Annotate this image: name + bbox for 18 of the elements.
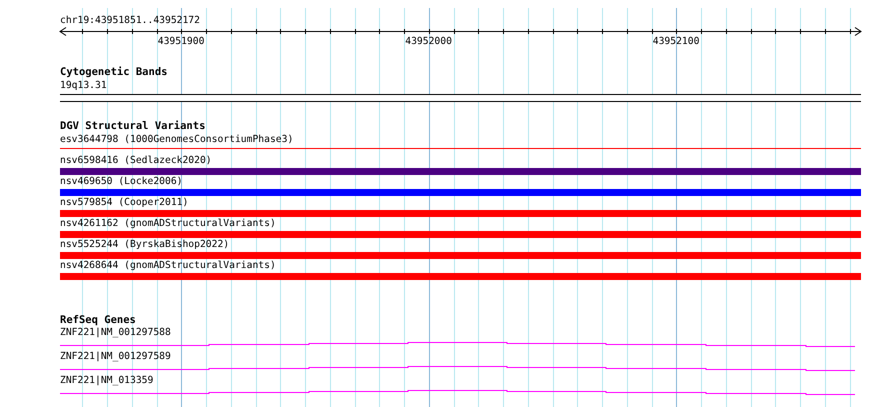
feature-label: esv3644798 (1000GenomesConsortiumPhase3) — [60, 134, 294, 145]
tick-label: 43952100 — [652, 36, 700, 47]
coordinate-range-label: chr19:43951851..43952172 — [60, 15, 200, 26]
feature-label: ZNF221|NM_001297588 — [60, 327, 171, 338]
tick-label: 43951900 — [158, 36, 204, 47]
feature-label: nsv5525244 (ByrskaBishop2022) — [60, 239, 230, 250]
feature-label: ZNF221|NM_013359 — [60, 375, 154, 386]
feature-label: nsv6598416 (Sedlazeck2020) — [60, 155, 212, 166]
track-heading: RefSeq Genes — [60, 315, 136, 326]
tick-label: 43952000 — [405, 36, 452, 47]
feature-label: nsv579854 (Cooper2011) — [60, 197, 188, 208]
feature-label: nsv4268644 (gnomADStructuralVariants) — [60, 260, 276, 271]
feature-label: nsv469650 (Locke2006) — [60, 176, 182, 187]
track-heading: Cytogenetic Bands — [60, 67, 168, 78]
feature-label: ZNF221|NM_001297589 — [60, 351, 171, 362]
track-heading: DGV Structural Variants — [60, 121, 206, 132]
feature-label: nsv4261162 (gnomADStructuralVariants) — [60, 218, 276, 229]
feature-label: 19q13.31 — [60, 80, 107, 91]
